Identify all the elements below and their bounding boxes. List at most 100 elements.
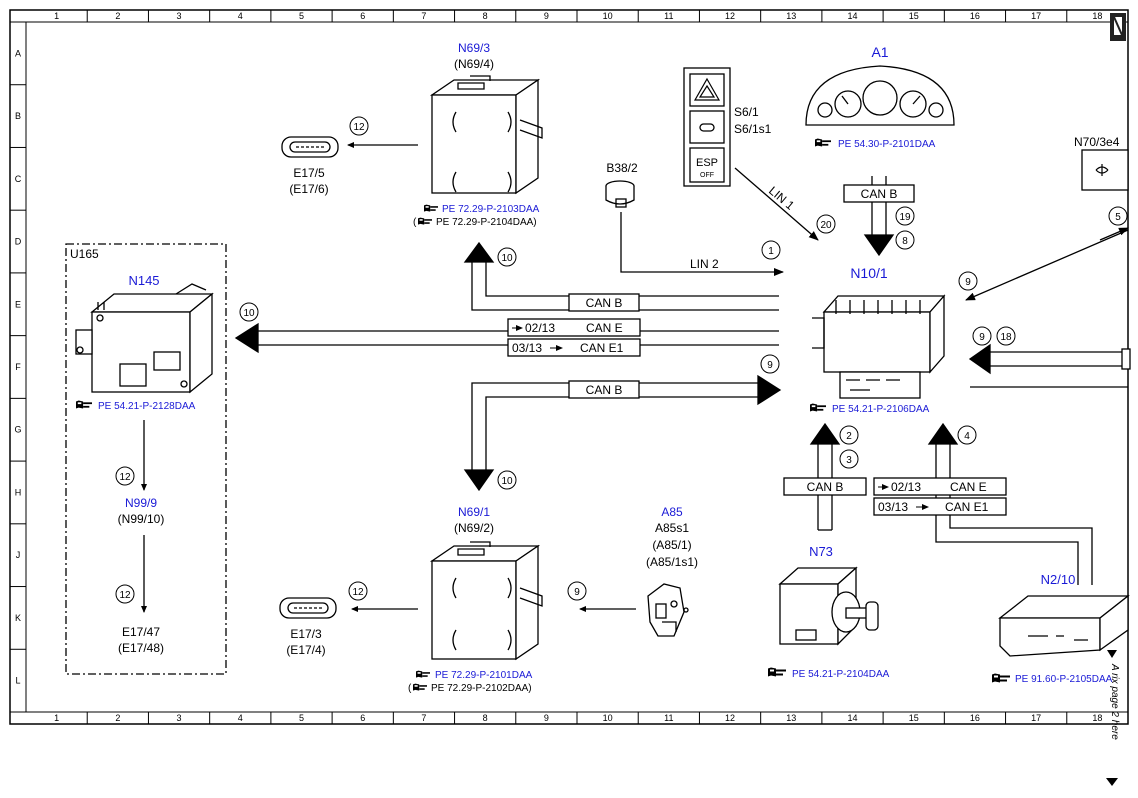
- e17-47-code: E17/47: [122, 625, 160, 639]
- s6-1-code: S6/1: [734, 105, 759, 119]
- can-e1-label: CAN E1: [580, 341, 624, 355]
- n2-can-e-ref: 02/13: [891, 480, 921, 494]
- column-label-bottom-9: 9: [544, 713, 549, 723]
- n99-9-alt: (N99/10): [118, 512, 165, 526]
- n10-1-code: N10/1: [850, 265, 888, 281]
- circle-10-left: 10: [239, 302, 259, 322]
- n2-can-e1-label: CAN E1: [945, 500, 989, 514]
- circle-11-bottom: 12: [348, 581, 368, 601]
- column-label-top-17: 17: [1031, 11, 1041, 21]
- u165-code: U165: [70, 247, 99, 261]
- arrow-5: [1099, 227, 1129, 241]
- e17-3-code: E17/3: [290, 627, 322, 641]
- circle-8: 9: [958, 271, 978, 291]
- can-b-middle-bus: [463, 374, 782, 492]
- n2-10-code: N2/10: [1041, 572, 1076, 587]
- manual-reference-icon: [416, 670, 430, 678]
- can-e-ref: 02/13: [525, 321, 555, 335]
- svg-text:2: 2: [846, 431, 852, 442]
- svg-text:9: 9: [767, 360, 773, 371]
- can-b-n73-bus: [783, 422, 867, 531]
- n70-code: N70/3e4: [1074, 135, 1120, 149]
- column-label-top-5: 5: [299, 11, 304, 21]
- n69-3-ref2: PE 72.29-P-2104DAA): [436, 217, 537, 228]
- circle-12-b: 12: [115, 584, 135, 604]
- a85-code: A85: [661, 505, 683, 519]
- circle-9-mid: 9: [760, 354, 780, 374]
- n2-10-ref: PE 91.60-P-2105DAA: [1015, 674, 1113, 685]
- a85-l3: (A85/1s1): [646, 555, 698, 569]
- svg-text:12: 12: [119, 590, 131, 601]
- column-label-bottom-12: 12: [725, 713, 735, 723]
- e17-5-code: E17/5: [293, 166, 325, 180]
- row-label-D: D: [15, 237, 22, 247]
- column-label-top-15: 15: [909, 11, 919, 21]
- manual-reference-icon: [992, 673, 1010, 683]
- svg-text:12: 12: [352, 587, 364, 598]
- column-label-bottom-16: 16: [970, 713, 980, 723]
- circle-19: 18: [996, 326, 1016, 346]
- n69-3-code: N69/3: [458, 41, 490, 55]
- manual-reference-icon: [768, 667, 786, 677]
- n69-3-module: [429, 75, 543, 195]
- right-inbound-bus: [968, 343, 1131, 388]
- can-b-top-label: CAN B: [861, 187, 898, 201]
- b38-2-sensor: [605, 180, 635, 208]
- circle-9-right: 9: [972, 326, 992, 346]
- svg-text:19: 19: [899, 212, 911, 223]
- column-label-bottom-5: 5: [299, 713, 304, 723]
- can-e1-ref: 03/13: [512, 341, 542, 355]
- column-label-bottom-6: 6: [360, 713, 365, 723]
- column-label-top-2: 2: [115, 11, 120, 21]
- manual-reference-icon: [418, 217, 432, 225]
- n73-ignition-switch: [778, 566, 879, 646]
- s6-1-esp-label: ESP: [696, 157, 718, 169]
- n69-1-module: [429, 541, 543, 661]
- n69-1-ref1: PE 72.29-P-2101DAA: [435, 670, 533, 681]
- circle-3: 3: [839, 449, 859, 469]
- u165-boundary: [65, 243, 227, 675]
- e17-47-alt: (E17/48): [118, 641, 164, 655]
- column-label-top-14: 14: [847, 11, 857, 21]
- svg-text:9: 9: [965, 277, 971, 288]
- a85-l1: A85s1: [655, 521, 689, 535]
- e17-3-lamp: [279, 597, 337, 619]
- circle-18: 19: [895, 206, 915, 226]
- row-label-C: C: [15, 174, 22, 184]
- row-label-L: L: [15, 676, 20, 686]
- column-label-top-1: 1: [54, 11, 59, 21]
- column-label-bottom-1: 1: [54, 713, 59, 723]
- manual-reference-icon: [424, 204, 438, 212]
- a1-instrument-cluster: [805, 65, 955, 126]
- n70-box: [1081, 149, 1129, 191]
- circle-1: 1: [761, 240, 781, 260]
- can-b-top-connector: [843, 176, 915, 257]
- column-label-bottom-11: 11: [664, 713, 673, 723]
- e17-5-lamp: [281, 136, 339, 158]
- n73-code: N73: [809, 544, 833, 559]
- n10-1-module: [812, 294, 946, 399]
- column-label-bottom-13: 13: [786, 713, 796, 723]
- column-label-bottom-7: 7: [421, 713, 426, 723]
- corner-mark: [1110, 13, 1126, 41]
- can-b-n73-label: CAN B: [807, 480, 844, 494]
- n145-ref: PE 54.21-P-2128DAA: [98, 401, 196, 412]
- lin2-line: [620, 212, 784, 276]
- a1-ref: PE 54.30-P-2101DAA: [838, 139, 936, 150]
- manual-reference-icon: [815, 138, 831, 147]
- circle-11-top: 12: [349, 116, 369, 136]
- svg-text:10: 10: [501, 476, 513, 487]
- s6-1-alt: S6/1s1: [734, 122, 772, 136]
- svg-text:10: 10: [243, 308, 255, 319]
- n2-10-airbag-module: [998, 594, 1130, 657]
- svg-text:9: 9: [574, 587, 580, 598]
- svg-text:12: 12: [353, 122, 365, 133]
- row-label-K: K: [15, 613, 21, 623]
- column-label-top-12: 12: [725, 11, 735, 21]
- column-label-top-13: 13: [786, 11, 796, 21]
- n69-3-alt: (N69/4): [454, 57, 494, 71]
- svg-text:18: 18: [1000, 332, 1012, 343]
- svg-text:9: 9: [979, 332, 985, 343]
- manual-reference-icon: [413, 683, 427, 691]
